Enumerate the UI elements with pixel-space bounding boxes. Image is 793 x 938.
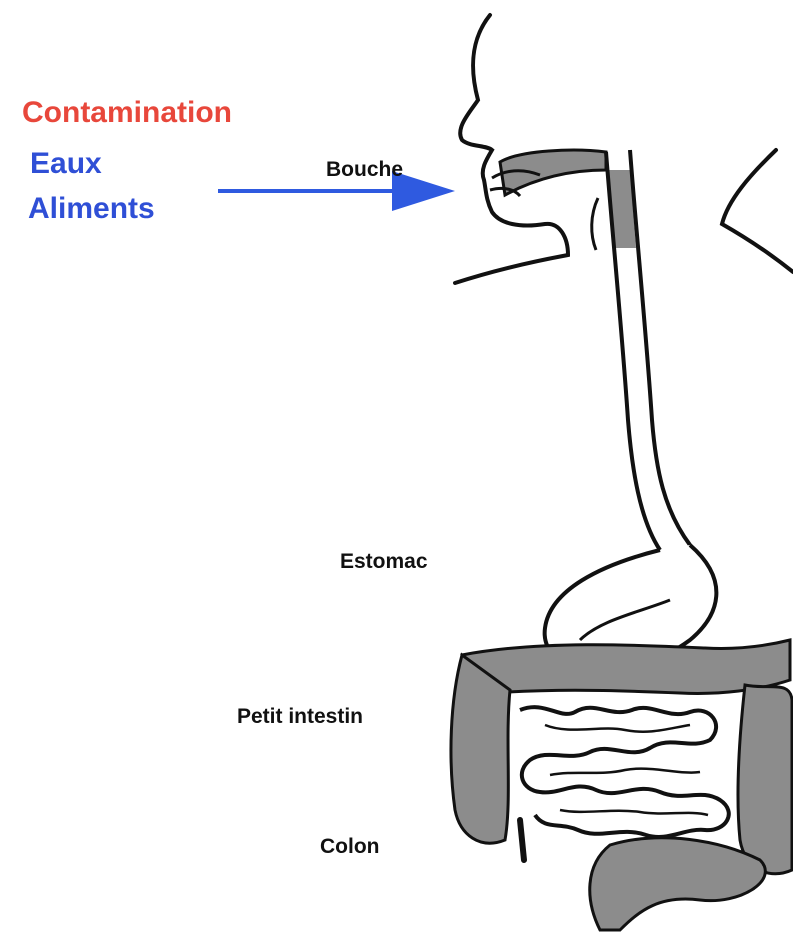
colon-label: Colon: [320, 835, 379, 859]
small-intestine-inner: [545, 725, 708, 815]
colon-ascending: [451, 655, 510, 843]
esophagus-outline-back: [630, 150, 690, 545]
route-water-label: Eaux: [30, 147, 102, 181]
contamination-title: Contamination: [22, 96, 232, 130]
mouth-cavity: [500, 150, 606, 195]
colon-transverse: [462, 640, 790, 695]
mouth-label: Bouche: [326, 158, 403, 182]
stomach-label: Estomac: [340, 550, 428, 574]
neck-back: [722, 150, 793, 272]
colon-descending: [738, 685, 792, 874]
throat-line: [592, 198, 598, 250]
small-intestine-label: Petit intestin: [237, 705, 363, 729]
face-profile: [455, 15, 568, 283]
route-food-label: Aliments: [28, 192, 155, 226]
appendix: [520, 820, 524, 860]
colon-sigmoid: [590, 838, 766, 930]
